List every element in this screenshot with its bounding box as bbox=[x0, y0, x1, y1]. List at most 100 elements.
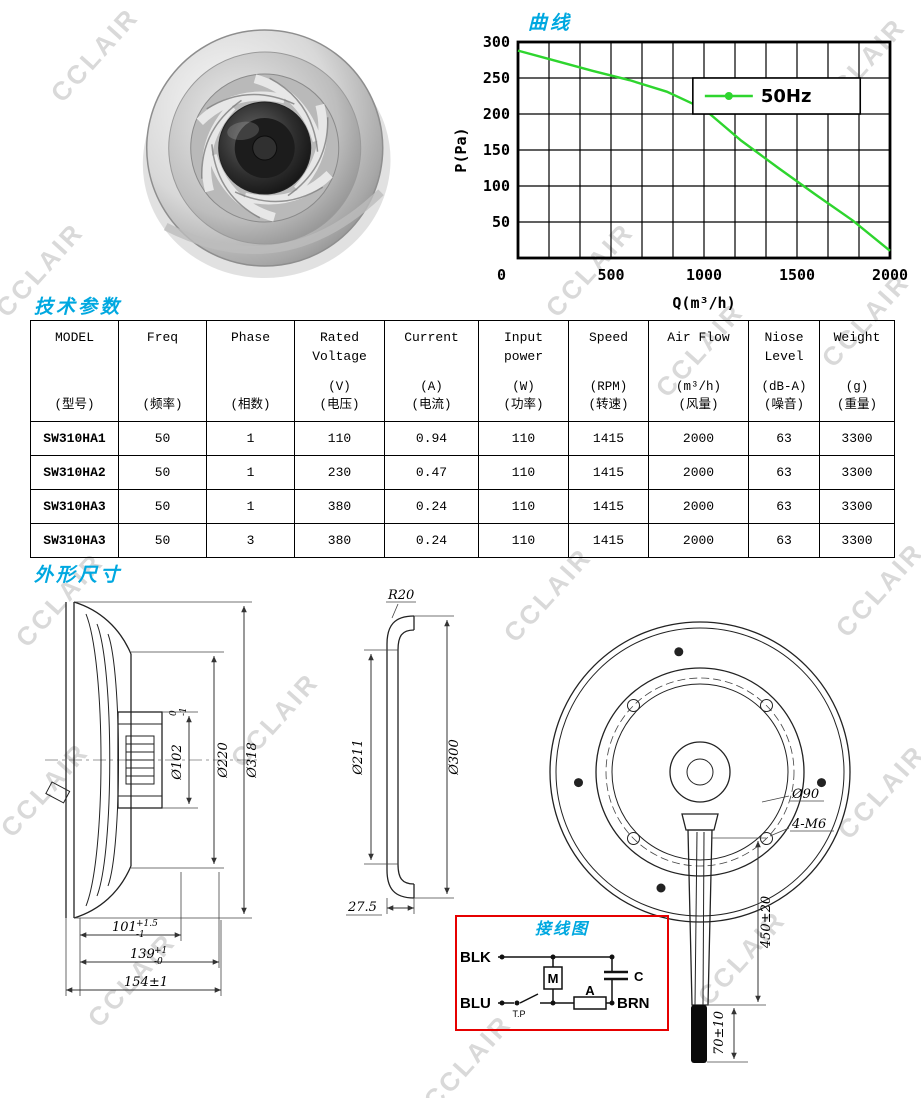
x-tick-label: 2000 bbox=[872, 266, 908, 284]
spec-column-header: Freq(频率) bbox=[118, 320, 207, 422]
x-tick-label: 1500 bbox=[779, 266, 815, 284]
spec-cell: 2000 bbox=[648, 489, 749, 524]
spec-cell: SW310HA3 bbox=[30, 489, 119, 524]
front-view-drawing: Ø90 4-M6 450±20 70±10 bbox=[549, 621, 851, 1063]
spec-cell: 50 bbox=[118, 523, 207, 558]
column-unit: (重量) bbox=[836, 398, 877, 413]
column-title: Speed bbox=[588, 330, 628, 345]
spec-cell: 50 bbox=[118, 489, 207, 524]
spec-cell: 63 bbox=[748, 455, 820, 490]
spec-cell: 110 bbox=[478, 421, 569, 456]
wiring-diagram: 接线图 BLK BLU BRN M C A bbox=[455, 915, 669, 1031]
dim-dia-102-tol-up: 0 bbox=[169, 710, 179, 716]
spec-cell: SW310HA1 bbox=[30, 421, 119, 456]
column-unit: (噪音) bbox=[763, 398, 804, 413]
y-tick-label: 200 bbox=[483, 105, 510, 123]
spec-column-header: Speed(RPM)(转速) bbox=[568, 320, 649, 422]
spec-cell: 63 bbox=[748, 421, 820, 456]
spec-cell: 110 bbox=[478, 455, 569, 490]
wire-label-brn: BRN bbox=[617, 995, 650, 1012]
column-title: Air Flow bbox=[667, 330, 730, 345]
watermark-text: CCLAIR bbox=[44, 1, 145, 108]
dim-27-5: 27.5 bbox=[347, 900, 377, 915]
wiring-title: 接线图 bbox=[535, 919, 590, 938]
dim-139-tol-dn: -0 bbox=[154, 957, 163, 967]
column-unit: (g) bbox=[845, 379, 869, 394]
spec-cell: SW310HA2 bbox=[30, 455, 119, 490]
y-axis-label: P(Pa) bbox=[452, 127, 470, 172]
product-photo-centrifugal-fan bbox=[142, 29, 391, 279]
fan-impeller-illustration bbox=[142, 29, 391, 279]
spec-cell: 3 bbox=[206, 523, 295, 558]
column-unit: (频率) bbox=[142, 398, 183, 413]
dim-139-tol-up: +1 bbox=[154, 946, 167, 956]
spec-cell: 3300 bbox=[819, 421, 895, 456]
dim-154: 154±1 bbox=[124, 975, 168, 990]
spec-cell: 2000 bbox=[648, 523, 749, 558]
dim-dia-300: Ø300 bbox=[447, 739, 462, 775]
spec-cell: 50 bbox=[118, 421, 207, 456]
spec-cell: 3300 bbox=[819, 489, 895, 524]
dim-101-tol-dn: -1 bbox=[136, 930, 145, 940]
dim-4-m6: 4-M6 bbox=[791, 817, 826, 832]
column-unit: (m³/h) bbox=[675, 379, 721, 394]
legend-label: 50Hz bbox=[761, 86, 812, 107]
spec-column-header: Rated Voltage (V) (电压) bbox=[294, 320, 385, 422]
side-view-drawing: Ø318 Ø220 Ø102 0 -1 101 +1.5 -1 139 +1 -… bbox=[45, 601, 260, 996]
dim-dia-220: Ø220 bbox=[216, 742, 231, 778]
spec-column-header: MODEL(型号) bbox=[30, 320, 119, 422]
column-unit: (转速) bbox=[588, 398, 629, 413]
column-unit: (电压) bbox=[319, 398, 360, 413]
curve-section-title: 曲线 bbox=[528, 12, 573, 34]
chart-grid bbox=[518, 42, 890, 258]
wire-label-blu: BLU bbox=[460, 995, 491, 1012]
dimension-drawings: Ø318 Ø220 Ø102 0 -1 101 +1.5 -1 139 +1 -… bbox=[45, 588, 851, 1063]
inlet-ring-section-drawing: R20 Ø211 Ø300 27.5 bbox=[346, 588, 462, 916]
aux-label: A bbox=[585, 983, 595, 998]
dim-139: 139 bbox=[130, 947, 155, 962]
x-tick-label: 1000 bbox=[686, 266, 722, 284]
spec-cell: 50 bbox=[118, 455, 207, 490]
spec-cell: 110 bbox=[478, 489, 569, 524]
column-title: Niose Level bbox=[764, 330, 804, 364]
spec-cell: 2000 bbox=[648, 455, 749, 490]
column-unit: (dB-A) bbox=[761, 379, 807, 394]
column-unit: (功率) bbox=[503, 398, 544, 413]
dim-cable-70: 70±10 bbox=[712, 1011, 727, 1055]
dim-101-tol-up: +1.5 bbox=[136, 919, 158, 929]
spec-cell: 0.24 bbox=[384, 523, 479, 558]
spec-cell: 0.24 bbox=[384, 489, 479, 524]
spec-column-header: Niose Level (dB-A) (噪音) bbox=[748, 320, 820, 422]
spec-column-header: Current(A)(电流) bbox=[384, 320, 479, 422]
dim-dia-90: Ø90 bbox=[791, 787, 819, 802]
spec-cell: 380 bbox=[294, 523, 385, 558]
spec-cell: 110 bbox=[294, 421, 385, 456]
column-title: MODEL bbox=[54, 330, 94, 345]
column-unit: (电流) bbox=[411, 398, 452, 413]
dim-dia-318: Ø318 bbox=[245, 742, 260, 778]
spec-cell: 1415 bbox=[568, 523, 649, 558]
spec-column-header: Phase(相数) bbox=[206, 320, 295, 422]
column-unit: (V) bbox=[328, 379, 351, 394]
column-title: Current bbox=[404, 330, 459, 345]
spec-cell: 110 bbox=[478, 523, 569, 558]
column-title: Phase bbox=[230, 330, 270, 345]
spec-cell: 1415 bbox=[568, 455, 649, 490]
spec-cell: 3300 bbox=[819, 523, 895, 558]
dim-dia-211: Ø211 bbox=[351, 739, 366, 775]
spec-cell: 1415 bbox=[568, 421, 649, 456]
y-tick-label: 100 bbox=[483, 177, 510, 195]
spec-column-header: Input power(W)(功率) bbox=[478, 320, 569, 422]
spec-cell: 380 bbox=[294, 489, 385, 524]
dim-cable-450: 450±20 bbox=[759, 896, 774, 949]
wire-label-blk: BLK bbox=[460, 949, 491, 966]
spec-cell: 1 bbox=[206, 421, 295, 456]
spec-cell: 0.47 bbox=[384, 455, 479, 490]
spec-cell: 1 bbox=[206, 489, 295, 524]
column-title: Rated Voltage bbox=[312, 330, 367, 364]
spec-cell: SW310HA3 bbox=[30, 523, 119, 558]
